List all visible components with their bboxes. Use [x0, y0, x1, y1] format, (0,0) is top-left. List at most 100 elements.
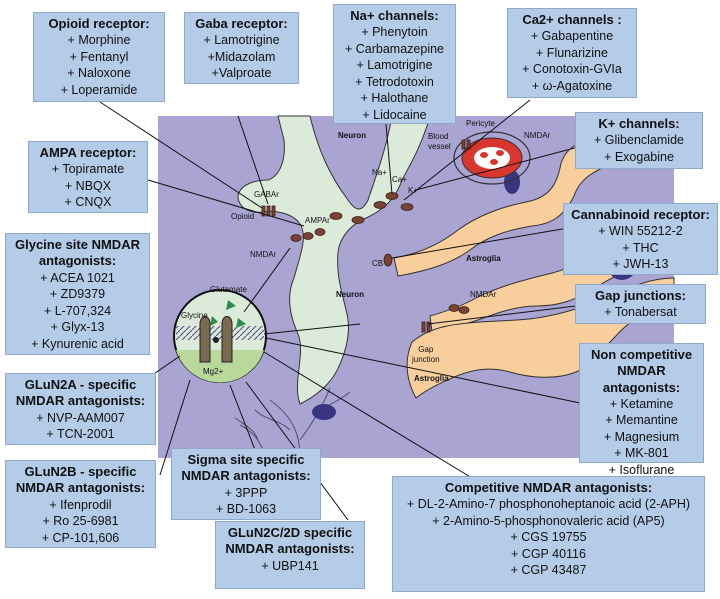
label-neuron-mid: Neuron	[336, 290, 364, 299]
drug-item: + Lidocaine	[362, 107, 427, 122]
opioid-receptor-box: Opioid receptor:+ Morphine+ Fentanyl+ Na…	[33, 12, 165, 102]
box-title-line: NMDAR antagonists:	[181, 468, 311, 484]
label-glutamate: Glutamate	[210, 285, 247, 294]
cannabinoid-receptor-box: Cannabinoid receptor: + WIN 55212-2+ THC +…	[563, 203, 718, 275]
drug-item: + CNQX	[64, 195, 112, 210]
drug-item: + Carbamazepine	[344, 41, 445, 56]
drug-item: + Topiramate	[51, 162, 125, 177]
box-title-line: NMDAR antagonists:	[15, 393, 146, 409]
label-cb: CB	[372, 259, 384, 268]
label-blood-vessel: Blood vessel	[428, 132, 451, 151]
drug-item: + Flunarizine	[536, 45, 608, 60]
box-title-line: GLuN2B - specific	[24, 464, 137, 479]
label-astroglia-bottom: Astroglia	[414, 374, 449, 383]
nmda-receptor-zoom	[173, 289, 267, 383]
ampa-receptor-box: AMPA receptor: + Topiramate+ NBQX + CNQX	[28, 141, 148, 213]
drug-item: +Midazolam	[207, 49, 276, 64]
label-nmdar-astro: NMDAr	[470, 290, 497, 299]
drug-item: + Memantine	[605, 413, 678, 428]
drug-item: + ω-Agatoxine	[531, 78, 613, 93]
label-k: K+	[408, 186, 419, 195]
drug-item: + Halothane	[360, 91, 429, 106]
astroglia-nucleus-small	[504, 170, 520, 194]
drug-item: + WIN 55212-2	[598, 224, 683, 239]
pericyte-cell	[453, 131, 531, 185]
drug-item: + Gabapentine	[530, 29, 614, 44]
drug-item: + DL-2-Amino-7 phosphonoheptanoic acid (…	[406, 497, 691, 512]
drug-item: + CP-101,606	[41, 530, 120, 545]
label-na: Na+	[372, 168, 387, 177]
box-title-line: Opioid receptor:	[48, 16, 150, 31]
label-neuron-top: Neuron	[338, 131, 366, 140]
drug-item: + ZD9379	[49, 287, 106, 301]
drug-item: + Fentanyl	[69, 49, 129, 64]
label-glycine: Glycine	[181, 311, 208, 320]
drug-item: + Naloxone	[67, 66, 131, 81]
drug-item: + THC	[622, 240, 659, 255]
ca-channels-box: Ca2+ channels : + Gabapentine+ Flunarizin…	[507, 8, 637, 98]
box-title-line: Sigma site specific	[187, 452, 305, 467]
box-title-line: Non competitive	[590, 347, 693, 362]
astroglia-cell	[393, 145, 675, 277]
box-title-line: Na+ channels:	[350, 8, 439, 23]
k-channels-box: K+ channels: + Glibenclamide+ Exogabine	[575, 112, 703, 169]
label-astroglia-top: Astroglia	[466, 254, 501, 263]
drug-item: + Ketamine	[609, 396, 674, 411]
na-channels-box: Na+ channels: + Phenytoin+ Carbamazepine +…	[333, 4, 456, 124]
drug-item: + Glibenclamide	[594, 133, 684, 148]
drug-item: + Phenytoin	[361, 25, 428, 40]
drug-item: + NVP-AAM007	[36, 410, 125, 425]
box-title-line: Competitive NMDAR antagonists:	[444, 480, 653, 495]
drug-item: + BD-1063	[215, 502, 277, 516]
drug-item: + ACEA 1021	[40, 270, 115, 285]
drug-item: + 2-Amino-5-phosphonovaleric acid (AP5)	[432, 513, 665, 528]
drug-item: +Valproate	[211, 66, 272, 81]
box-title-line: Ca2+ channels :	[522, 12, 622, 27]
drug-item: + L-707,324	[43, 303, 112, 318]
drug-item: + NBQX	[64, 178, 112, 193]
drug-item: + Exogabine	[604, 149, 674, 164]
drug-item: + Magnesium	[603, 429, 680, 444]
label-ampar: AMPAr	[305, 216, 330, 225]
drug-item: + Ro 25-6981	[42, 514, 119, 528]
label-nmdar-left: NMDAr	[250, 250, 277, 259]
neuron-body	[237, 115, 431, 405]
neuron-nucleus	[312, 404, 336, 420]
box-title-line: Glycine site NMDAR	[15, 237, 140, 252]
box-title-line: NMDAR antagonists:	[15, 480, 146, 496]
drug-item: + Tetrodotoxin	[355, 74, 434, 89]
drug-item: + Tonabersat	[604, 305, 677, 320]
label-nmdar-vessel: NMDAr	[524, 131, 551, 140]
box-title-line: Gap junctions:	[595, 288, 686, 303]
drug-item: + 3PPP	[224, 485, 268, 500]
drug-item: + TCN-2001	[46, 427, 115, 441]
box-title-line: Gaba receptor:	[195, 16, 288, 31]
box-title-line: NMDAR antagonists:	[225, 541, 355, 557]
red-blood-cells	[480, 150, 504, 165]
box-title-line: GLuN2C/2D specific	[227, 525, 353, 540]
label-mg: Mg2+	[203, 367, 224, 376]
drug-item: + Conotoxin-GVIa	[522, 62, 622, 77]
label-opioid: Opioid	[231, 212, 255, 221]
drug-item: + CGP 43487	[510, 563, 587, 578]
drug-item: + Ifenprodil	[49, 497, 112, 512]
label-gabar: GABAr	[254, 190, 279, 199]
drug-item: + Kynurenic acid	[31, 336, 124, 351]
drug-item: + CGS 19755	[510, 530, 587, 545]
drug-item: + Loperamide	[60, 82, 138, 97]
label-pericyte: Pericyte	[466, 119, 495, 128]
box-title-line: GLuN2A - specific	[24, 377, 137, 392]
drug-item: + JWH-13	[612, 257, 669, 272]
drug-item: + MK-801	[614, 446, 669, 461]
box-title-line: AMPA receptor:	[39, 145, 137, 160]
box-title-line: antagonists:	[38, 253, 117, 269]
box-title-line: K+ channels:	[598, 116, 680, 131]
box-title-line: Cannabinoid receptor:	[571, 207, 710, 222]
gaba-receptor-box: Gaba receptor:+ Lamotrigine+Midazolam+Va…	[184, 12, 299, 84]
